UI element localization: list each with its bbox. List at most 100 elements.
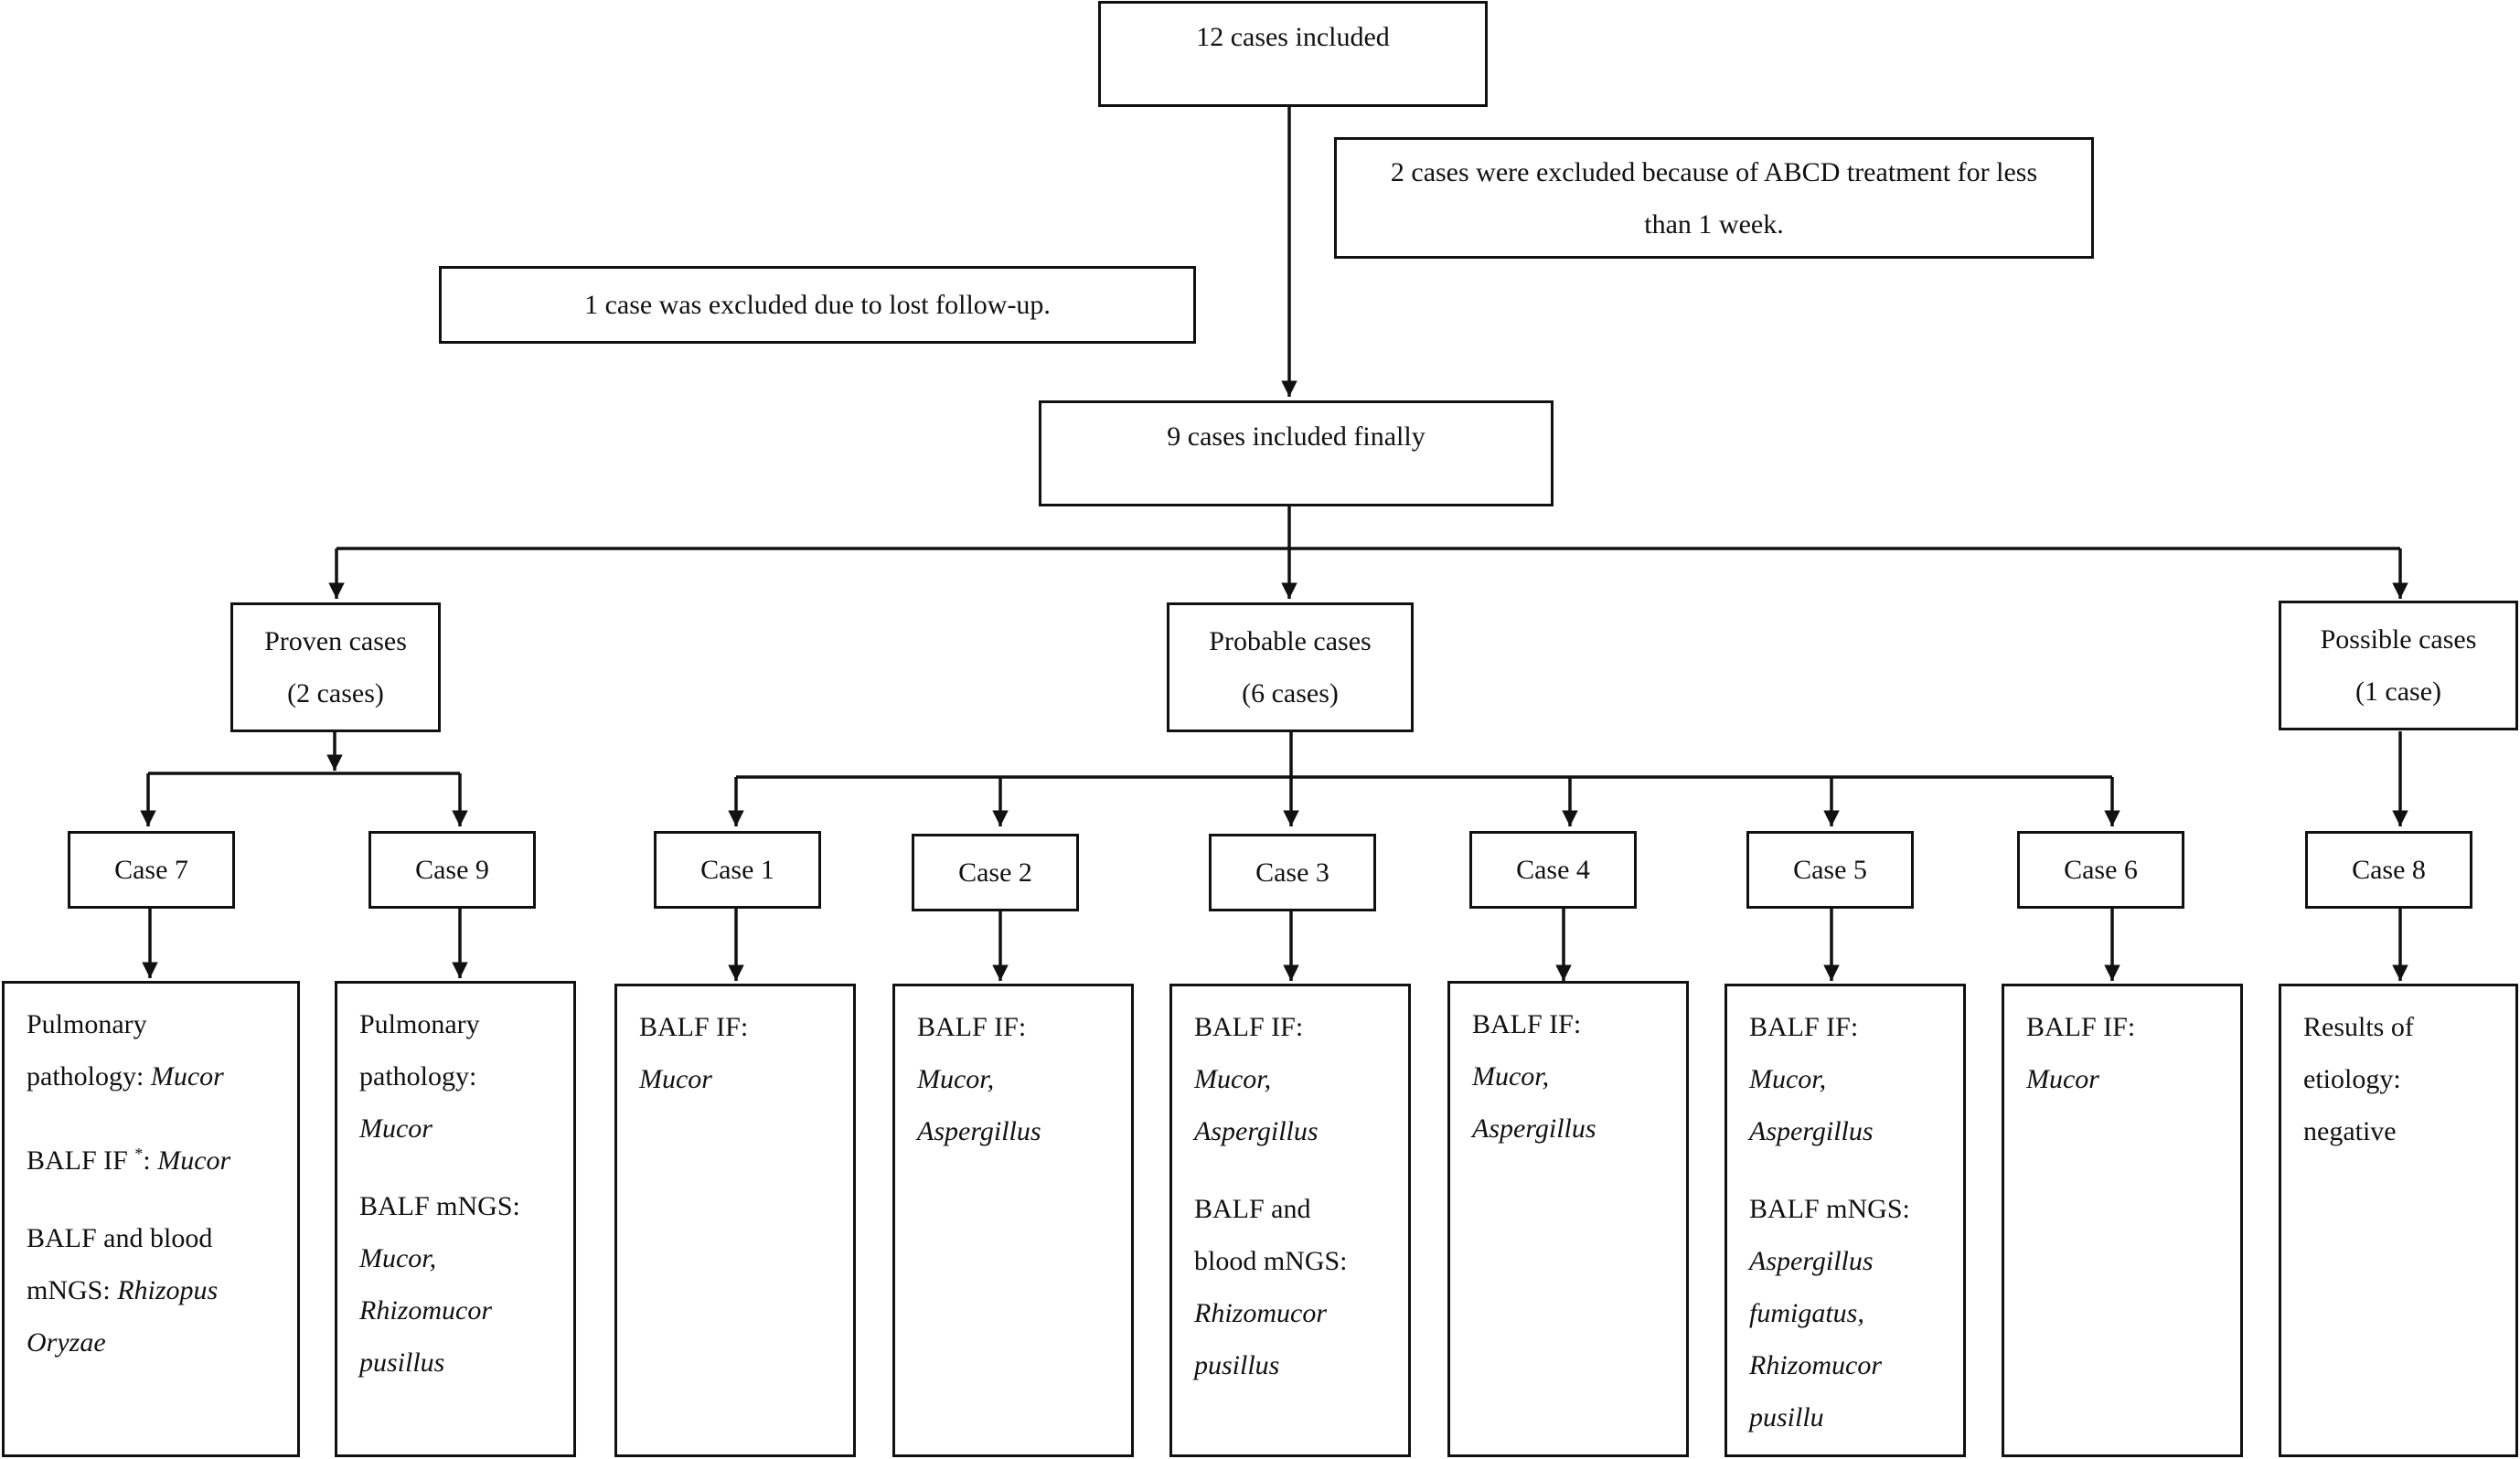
case3-detail-line: Aspergillus [1194, 1105, 1408, 1157]
case7-detail-line: pathology: Mucor [27, 1050, 297, 1102]
case3-label: Case 3 [1255, 857, 1329, 888]
exclusion-abcd-line1: 2 cases were excluded because of ABCD tr… [1390, 156, 2038, 187]
probable-line2: (6 cases) [1242, 678, 1339, 708]
included-box: 12 cases included [1098, 1, 1488, 107]
case4-label: Case 4 [1516, 855, 1590, 885]
exclusion-abcd-box: 2 cases were excluded because of ABCD tr… [1334, 137, 2094, 259]
case9-organism: Mucor, [359, 1243, 437, 1273]
case6-detail-line: Mucor [2026, 1053, 2240, 1105]
case4-detail-line: BALF IF: [1472, 1009, 1582, 1039]
case7-if-organism: Mucor [157, 1145, 231, 1176]
case8-detail-line: etiology: [2303, 1064, 2401, 1094]
case7-detail-line: mNGS: Rhizopus [27, 1264, 297, 1316]
case5-organism: Aspergillus [1749, 1246, 1874, 1276]
case7-pathology-organism: Mucor [150, 1061, 224, 1092]
probable-line1: Probable cases [1209, 626, 1372, 656]
included-text: 12 cases included [1196, 22, 1390, 52]
case4-detail-line: Aspergillus [1472, 1102, 1686, 1155]
case7-if-colon: : [143, 1145, 158, 1176]
case7-if-label: BALF IF [27, 1145, 135, 1176]
case8-detail-line: Results of [2303, 1012, 2414, 1042]
case3-organism: pusillus [1194, 1350, 1280, 1380]
case5-detail-line: Aspergillus [1749, 1235, 1963, 1287]
case3-detail-box: BALF IF: Mucor, Aspergillus BALF and blo… [1169, 984, 1411, 1457]
case5-organism: Mucor, [1749, 1064, 1827, 1094]
case6-detail-line: BALF IF: [2026, 1012, 2136, 1042]
case9-organism: Rhizomucor [359, 1295, 492, 1326]
case1-label: Case 1 [700, 855, 774, 885]
case5-detail-line: pusillu [1749, 1391, 1963, 1443]
final-text: 9 cases included finally [1167, 421, 1426, 452]
case4-detail-box: BALF IF: Mucor, Aspergillus [1447, 981, 1689, 1457]
case3-detail-line: Rhizomucor [1194, 1287, 1408, 1339]
case5-organism: Aspergillus [1749, 1116, 1874, 1146]
case7-mngs-label: mNGS: [27, 1275, 118, 1305]
case5-detail-line: fumigatus, [1749, 1287, 1963, 1339]
case1-organism: Mucor [639, 1064, 712, 1094]
case5-organism: pusillu [1749, 1402, 1824, 1432]
case5-organism: Rhizomucor [1749, 1350, 1882, 1380]
case8-label: Case 8 [2352, 855, 2426, 885]
exclusion-followup-text: 1 case was excluded due to lost follow-u… [584, 290, 1051, 320]
case2-detail-box: BALF IF: Mucor, Aspergillus [892, 984, 1134, 1457]
case2-detail-line: Aspergillus [917, 1105, 1131, 1157]
case6-organism: Mucor [2026, 1064, 2099, 1094]
case5-detail-line: BALF IF: [1749, 1012, 1859, 1042]
case9-box: Case 9 [368, 831, 536, 909]
case3-box: Case 3 [1209, 834, 1376, 911]
case8-detail-box: Results of etiology: negative [2279, 984, 2518, 1457]
case7-detail-line: BALF and blood [27, 1223, 213, 1253]
case9-organism: pusillus [359, 1347, 445, 1378]
case2-detail-line: BALF IF: [917, 1012, 1027, 1042]
case7-detail-line: Oryzae [27, 1316, 297, 1368]
case2-detail-line: Mucor, [917, 1053, 1131, 1105]
case3-organism: Rhizomucor [1194, 1298, 1327, 1328]
case9-detail-line: Pulmonary [359, 1009, 480, 1039]
case3-detail-line: BALF and [1194, 1194, 1311, 1224]
case9-detail-line: pathology: [359, 1061, 477, 1092]
case1-box: Case 1 [654, 831, 821, 909]
case9-detail-line: Mucor [359, 1102, 573, 1155]
case3-detail-line: BALF IF: [1194, 1012, 1304, 1042]
case4-organism: Aspergillus [1472, 1113, 1596, 1144]
case9-detail-line: BALF mNGS: [359, 1191, 520, 1221]
case7-mngs-organism: Oryzae [27, 1327, 106, 1358]
case5-label: Case 5 [1793, 855, 1867, 885]
case4-organism: Mucor, [1472, 1061, 1550, 1092]
case9-label: Case 9 [415, 855, 489, 885]
case2-organism: Aspergillus [917, 1116, 1041, 1146]
possible-group-box: Possible cases (1 case) [2279, 601, 2518, 730]
case2-box: Case 2 [912, 834, 1079, 911]
case2-label: Case 2 [958, 857, 1032, 888]
case3-organism: Mucor, [1194, 1064, 1272, 1094]
proven-line1: Proven cases [264, 626, 407, 656]
case1-detail-line: BALF IF: [639, 1012, 749, 1042]
case4-detail-line: Mucor, [1472, 1050, 1686, 1102]
case5-box: Case 5 [1746, 831, 1914, 909]
case8-box: Case 8 [2305, 831, 2472, 909]
case7-box: Case 7 [68, 831, 235, 909]
probable-group-box: Probable cases (6 cases) [1167, 602, 1414, 732]
case3-detail-line: Mucor, [1194, 1053, 1408, 1105]
case9-detail-line: Rhizomucor [359, 1284, 573, 1337]
case7-label: Case 7 [114, 855, 188, 885]
case1-detail-box: BALF IF: Mucor [614, 984, 856, 1457]
case6-label: Case 6 [2064, 855, 2138, 885]
case9-detail-line: pusillus [359, 1337, 573, 1389]
case7-detail-box: Pulmonary pathology: Mucor BALF IF *: Mu… [2, 981, 300, 1457]
case3-detail-line: blood mNGS: [1194, 1246, 1348, 1276]
case3-organism: Aspergillus [1194, 1116, 1319, 1146]
case6-box: Case 6 [2017, 831, 2184, 909]
case7-detail-line: Pulmonary [27, 1009, 147, 1039]
case5-detail-box: BALF IF: Mucor, Aspergillus BALF mNGS: A… [1724, 984, 1966, 1457]
case7-detail-line: BALF IF *: Mucor [27, 1128, 297, 1187]
case5-detail-line: Aspergillus [1749, 1105, 1963, 1157]
case8-detail-line: negative [2303, 1116, 2397, 1146]
possible-line2: (1 case) [2354, 676, 2442, 707]
case5-detail-line: BALF mNGS: [1749, 1194, 1910, 1224]
case7-mngs-organism: Rhizopus [117, 1275, 219, 1305]
case5-organism: fumigatus, [1749, 1298, 1864, 1328]
case4-box: Case 4 [1469, 831, 1637, 909]
case9-detail-box: Pulmonary pathology: Mucor BALF mNGS: Mu… [335, 981, 576, 1457]
